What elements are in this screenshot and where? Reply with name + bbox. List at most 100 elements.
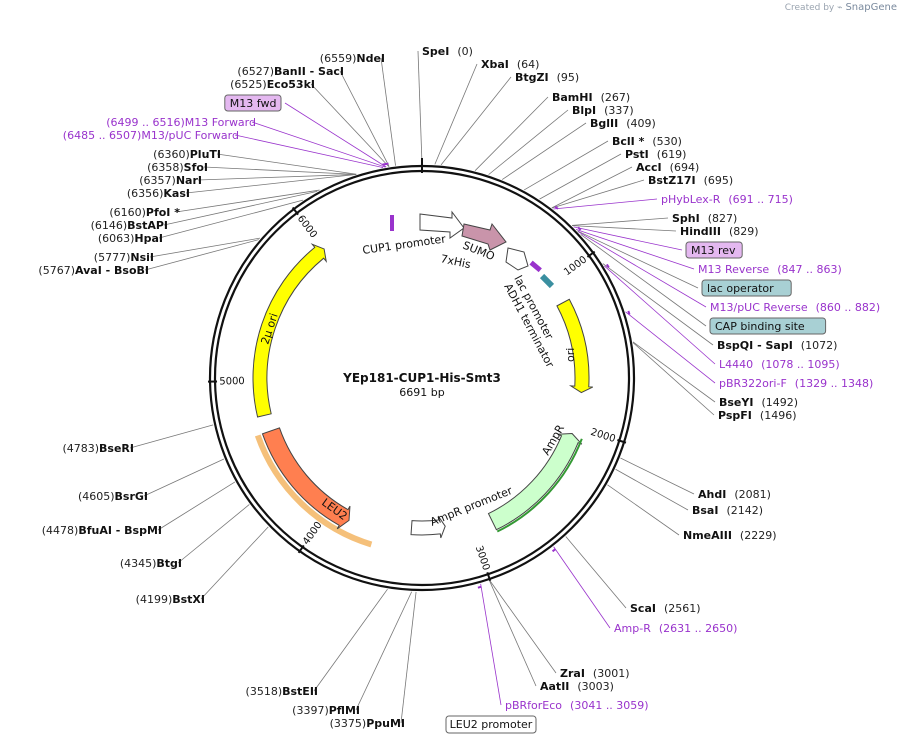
site-label[interactable]: (6358)SfoI [147, 161, 208, 174]
site-label[interactable]: ScaI(2561) [630, 602, 701, 615]
site-label[interactable]: PstI(619) [625, 148, 686, 161]
feature-ampr-promoter-arrow[interactable] [410, 515, 446, 539]
site-label[interactable]: AatII(3003) [540, 680, 614, 693]
feature-cup1-mark [390, 215, 394, 231]
site-label[interactable]: XbaI(64) [481, 58, 539, 71]
site-box[interactable] [685, 241, 743, 259]
site-label[interactable]: (6360)PluTI [153, 148, 221, 161]
tick-label: 6000 [295, 213, 319, 240]
site-label[interactable]: (6357)NarI [139, 174, 202, 187]
site-label[interactable]: ZraI(3001) [560, 667, 630, 680]
site-label[interactable]: (6527)BanII - SacI [237, 65, 344, 78]
feature-cup1-promoter-arrow[interactable] [419, 210, 465, 239]
site-label[interactable]: SphI(827) [672, 212, 737, 225]
site-label[interactable]: (4345)BtgI [120, 557, 182, 570]
site-label[interactable]: (6063)HpaI [98, 232, 163, 245]
label-ori: ori [564, 348, 577, 362]
site-label[interactable]: BamHI(267) [552, 91, 630, 104]
primer-label[interactable]: L4440(1078 .. 1095) [719, 358, 840, 371]
primer-label[interactable]: pHybLex-R(691 .. 715) [661, 193, 793, 206]
label-cup1-promoter: CUP1 promoter [362, 232, 447, 257]
primer-label[interactable]: pBR322ori-F(1329 .. 1348) [719, 377, 873, 390]
tick-label: 3000 [473, 544, 492, 572]
features-layer [252, 210, 593, 548]
left-site-labels: (6559)NdeI(6527)BanII - SacI(6525)Eco53k… [38, 52, 405, 730]
site-label[interactable]: (4783)BseRI [62, 442, 134, 455]
site-label[interactable]: AhdI(2081) [698, 488, 771, 501]
primer-label[interactable]: Amp-R(2631 .. 2650) [614, 622, 737, 635]
site-label[interactable]: (6146)BstAPI [91, 219, 168, 232]
site-label[interactable]: SpeI(0) [422, 45, 473, 58]
tick-label: 1000 [562, 254, 589, 278]
site-label[interactable]: (3375)PpuMI [330, 717, 405, 730]
leu2-promoter-box[interactable] [445, 715, 537, 734]
primer-marker [554, 205, 559, 210]
site-label[interactable]: (5777)NsiI [94, 251, 154, 264]
primer-marker [551, 548, 557, 553]
label-leu2-promoter-box: LEU2 promoter [450, 718, 533, 731]
right-site-labels: SpeI(0) XbaI(64)BtgZI(95) BamHI(267)BlpI(3… [422, 45, 880, 712]
site-box[interactable] [709, 317, 827, 335]
watermark-brand: SnapGene [845, 2, 897, 13]
site-label[interactable]: (6356)KasI [127, 187, 190, 200]
feature-ori-arrow[interactable] [556, 298, 593, 394]
site-label[interactable]: (6559)NdeI [320, 52, 385, 65]
primer-marker [382, 163, 387, 166]
site-label[interactable]: (5767)AvaI - BsoBI [38, 264, 149, 277]
primer-marker [606, 263, 610, 269]
site-label[interactable]: BlpI(337) [572, 104, 634, 117]
plasmid-name: YEp181-CUP1-His-Smt3 [342, 371, 501, 385]
site-label[interactable]: BstZ17I(695) [648, 174, 733, 187]
site-label[interactable]: HindIII(829) [680, 225, 759, 238]
site-label[interactable]: (4478)BfuAI - BspMI [42, 524, 162, 537]
site-label[interactable]: (3397)PflMI [292, 704, 360, 717]
site-label[interactable]: (6160)PfoI * [109, 206, 180, 219]
label-7xhis: 7xHis [439, 252, 472, 271]
feature-sumo-arrow[interactable] [461, 222, 507, 251]
feature-lac-promoter-arrow[interactable] [505, 247, 529, 271]
site-box[interactable] [224, 94, 282, 112]
feature-ampr-highlight [496, 438, 583, 533]
label-leader-lines [129, 50, 716, 724]
primer-marker [477, 585, 482, 589]
site-box-label: M13 fwd [230, 97, 277, 110]
primer-marker [577, 226, 582, 231]
site-label[interactable]: BtgZI(95) [515, 71, 579, 84]
site-label[interactable]: BspQI - SapI(1072) [717, 339, 837, 352]
site-label[interactable]: BsaI(2142) [692, 504, 763, 517]
feature-his-tag-mark [529, 260, 542, 273]
tick-label: 4000 [301, 520, 325, 547]
site-label[interactable]: BclI *(530) [612, 135, 682, 148]
site-label[interactable]: PspFI(1496) [718, 409, 796, 422]
primer-label[interactable]: pBRforEco(3041 .. 3059) [505, 699, 649, 712]
primer-label[interactable]: M13/pUC Reverse(860 .. 882) [710, 301, 880, 314]
site-box[interactable] [701, 279, 792, 297]
tick-label: 5000 [219, 376, 245, 387]
primer-label[interactable]: (6499 .. 6516)M13 Forward [106, 116, 256, 129]
feature-adh1-terminator-mark [539, 273, 555, 289]
primer-label[interactable]: M13 Reverse(847 .. 863) [698, 263, 842, 276]
site-label[interactable]: (3518)BstEII [246, 685, 318, 698]
site-box-label: lac operator [707, 282, 774, 295]
watermark-prefix: Created by [784, 3, 835, 13]
feature-2u-ori-arrow[interactable] [252, 243, 328, 418]
site-label[interactable]: (6525)Eco53kI [230, 78, 315, 91]
site-label[interactable]: AccI(694) [636, 161, 699, 174]
site-label[interactable]: BseYI(1492) [719, 396, 798, 409]
site-label[interactable]: (4605)BsrGI [78, 490, 148, 503]
site-box-label: CAP binding site [715, 320, 805, 333]
site-label[interactable]: (4199)BstXI [136, 593, 205, 606]
feature-leu2-arrow[interactable] [261, 427, 351, 530]
tick-marks: 1000 2000 3000 4000 5000 6000 [208, 158, 627, 582]
feature-ampr-arrow[interactable] [487, 432, 583, 531]
plasmid-length: 6691 bp [399, 386, 444, 399]
snapgene-watermark: Created by ⌁ SnapGene [785, 2, 897, 13]
tick-label: 2000 [589, 427, 617, 445]
site-label[interactable]: BglII(409) [590, 117, 656, 130]
feature-leu2-promoter-outline [254, 434, 373, 548]
site-label[interactable]: NmeAIII(2229) [683, 529, 777, 542]
label-2u-ori: 2μ ori [258, 312, 280, 346]
primer-markers [382, 162, 631, 589]
primer-label[interactable]: (6485 .. 6507)M13/pUC Forward [63, 129, 239, 142]
